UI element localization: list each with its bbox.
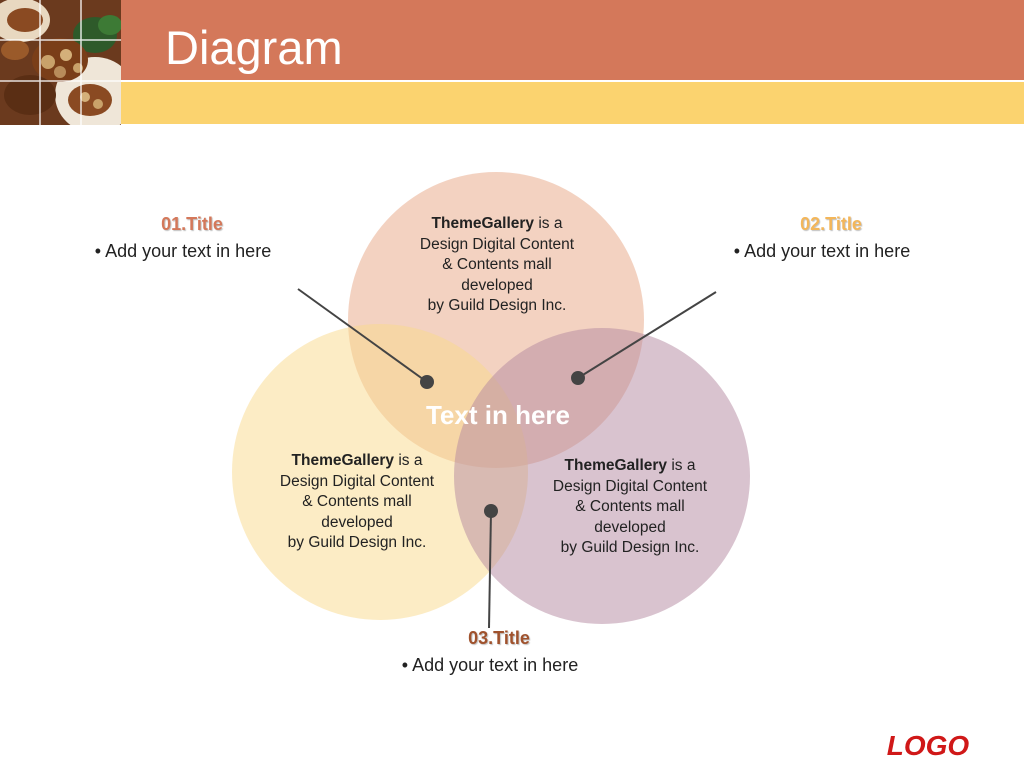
callout-1-bullet: • Add your text in here	[94, 241, 272, 261]
circle-right-line4: developed	[594, 518, 666, 536]
callout-2-bullet: • Add your text in here	[733, 241, 911, 261]
circle-top-brand: ThemeGallery	[431, 215, 535, 232]
venn-center-label: Text in here	[425, 400, 570, 430]
connector-line-2	[577, 291, 717, 379]
slide-title: Diagram	[165, 21, 343, 74]
circle-text-top: ThemeGallery is a Design Digital Content…	[402, 214, 592, 317]
circle-left-brand: ThemeGallery	[291, 452, 395, 469]
circle-left-line5: by Guild Design Inc.	[287, 534, 427, 551]
circle-text-right: ThemeGallery is a Design Digital Content…	[535, 456, 725, 559]
circle-right-line5: by Guild Design Inc.	[560, 539, 700, 556]
circle-top-text: is a	[534, 215, 563, 232]
circle-left-text: is a	[394, 452, 423, 469]
header-accent-strip	[121, 82, 1024, 124]
connector-dot-2	[571, 371, 585, 385]
circle-top-line2: Design Digital Content	[419, 235, 575, 253]
circle-right-brand: ThemeGallery	[564, 457, 668, 474]
circle-left-line4: developed	[321, 513, 393, 531]
circle-top-line4: developed	[461, 276, 533, 294]
circle-text-left: ThemeGallery is a Design Digital Content…	[262, 451, 452, 554]
callout-3-title: 03.Title	[468, 628, 530, 648]
circle-top-line3: & Contents mall	[442, 256, 552, 273]
callout-2-title: 02.Title	[800, 214, 862, 234]
circle-left-line3: & Contents mall	[302, 493, 412, 510]
circle-right-line3: & Contents mall	[575, 498, 685, 515]
callout-1-title: 01.Title	[161, 214, 223, 234]
connector-dot-3	[484, 504, 498, 518]
circle-top-line5: by Guild Design Inc.	[427, 297, 567, 314]
venn-circle-right	[454, 328, 750, 624]
connector-line-1	[297, 288, 428, 383]
connector-line-3	[488, 510, 492, 629]
header-bar	[121, 0, 1024, 80]
food-photo-icon	[0, 0, 121, 125]
header-food-photo	[0, 0, 121, 125]
circle-right-line2: Design Digital Content	[552, 477, 708, 495]
venn-circle-left	[232, 324, 528, 620]
connector-dot-1	[420, 375, 434, 389]
callout-3-bullet: • Add your text in here	[401, 655, 579, 675]
circle-left-line2: Design Digital Content	[279, 472, 435, 490]
circle-right-text: is a	[667, 457, 696, 474]
logo: LOGO	[886, 730, 970, 761]
